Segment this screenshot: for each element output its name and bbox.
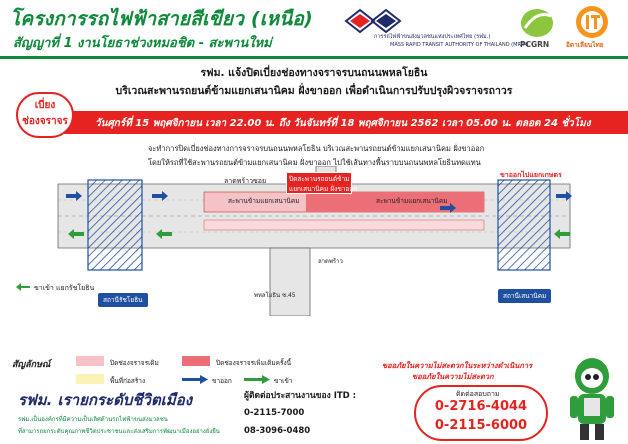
detour-note-1: จะทำการปิดเบี่ยงช่องทางการจราจรบนถนนพหลโ… — [148, 144, 485, 153]
direction-in-label: ขาเข้า แยกรัชโยธิน — [34, 284, 95, 292]
hotline-phone-1: 0-2716-4044 — [434, 399, 528, 414]
detour-badge-line-1: เบี่ยง — [34, 100, 56, 111]
soi-label: พหลโยธิน ซ.45 — [254, 292, 296, 299]
pcgrn-label: PCGRN — [520, 40, 550, 49]
hotline-box — [414, 385, 548, 441]
legend-swatch-construction — [76, 374, 104, 384]
footer-mission-2: ที่สามารถยกระดับคุณภาพชีวิตประชาชนและส่ง… — [18, 428, 220, 435]
closure-callout-line-1: ปิดสะพานรถยนต์ข้าม — [289, 175, 350, 183]
detour-badge — [16, 92, 74, 138]
additional-closure — [306, 192, 484, 212]
header-divider — [0, 56, 628, 59]
contact-phone-2: 08-3096-0480 — [244, 426, 311, 436]
page-subtitle: สัญญาที่ 1 งานโยธาช่วงหมอชิต - สะพานใหม่ — [13, 36, 272, 51]
inbound-legend-arrow-icon — [244, 375, 270, 384]
hotline-phone-2: 0-2115-6000 — [434, 418, 528, 433]
date-text: วันศุกร์ที่ 15 พฤศจิกายน เวลา 22.00 น. ถ… — [95, 118, 591, 129]
detour-note-2: โดยให้รถที่ใช้สะพานรถยนต์ข้ามแยกเสนานิคม… — [148, 158, 481, 167]
legend-swatch-additional — [182, 356, 210, 366]
italian-thai-logo-icon — [576, 6, 608, 38]
apology-line-2: ขออภัยในความไม่สะดวก — [412, 372, 494, 381]
station-right-area — [497, 179, 551, 271]
detour-badge-line-2: ช่องจราจร — [22, 116, 68, 127]
road-bottom-label: ลาดพร้าว — [318, 258, 343, 265]
inbound-arrow-icon — [16, 283, 30, 291]
mrta-name-th: การรถไฟฟ้าขนส่งมวลชนแห่งประเทศไทย (รฟม.) — [374, 34, 491, 40]
station-right-label: สถานีเสนานิคม — [498, 289, 552, 303]
legend-label-outbound: ขาออก — [212, 377, 232, 385]
station-left-area — [87, 179, 143, 271]
italian-thai-label: อิตาเลียนไทย — [566, 41, 604, 49]
legend-label-construction: พื้นที่ก่อสร้าง — [110, 377, 146, 385]
bridge-upper-label: สะพานข้ามแยกเสนานิคม — [228, 197, 300, 205]
contact-title: ผู้ติดต่อประสานงานของ ITD : — [244, 391, 357, 401]
mascot-icon — [570, 358, 614, 440]
announcement-line-2: บริเวณสะพานรถยนต์ข้ามแยกเสนานิคม ฝั่งขาอ… — [115, 85, 513, 97]
page-title: โครงการรถไฟฟ้าสายสีเขียว (เหนือ) — [10, 8, 313, 30]
footer-mission-1: รฟม.เป็นองค์กรที่มีความเป็นเลิศด้านรถไฟฟ… — [18, 416, 168, 423]
road-top-label: ลาดพร้าวซอย — [224, 177, 267, 185]
legend-label-additional: ปิดช่องจราจรเพิ่มเติมครั้งนี้ — [216, 359, 292, 367]
announcement-line-1: รฟม. แจ้งปิดเบี่ยงช่องทางจราจรบนถนนพหลโย… — [200, 67, 428, 79]
closure-callout — [286, 172, 352, 194]
hotline-title: ติดต่อสอบถาม — [456, 390, 500, 398]
date-banner — [38, 111, 628, 134]
apology-line-1: ขออภัยในความไม่สะดวกในระหว่างดำเนินการ — [382, 361, 533, 370]
mrta-name-en: MASS RAPID TRANSIT AUTHORITY OF THAILAND… — [390, 42, 529, 48]
mrta-logo-icon — [344, 8, 402, 34]
legend-swatch-existing — [76, 356, 104, 366]
traffic-map — [57, 166, 572, 316]
closure-callout-line-2: แยกเสนานิคม ฝั่งขาออก — [289, 185, 358, 193]
legend-title: สัญลักษณ์ — [12, 360, 51, 370]
pcgrn-logo-icon — [521, 9, 553, 37]
contact-phone-1: 0-2115-7000 — [244, 408, 305, 418]
direction-out-label: ขาออกไปแยกเกษตร — [500, 171, 562, 179]
legend-label-existing: ปิดช่องจราจรเดิม — [110, 359, 159, 367]
outbound-arrow-icon — [182, 375, 208, 384]
station-left-label: สถานีรัชโยธิน — [98, 293, 148, 307]
legend-label-inbound: ขาเข้า — [274, 377, 293, 385]
footer-slogan: รฟม. เรายกระดับชีวิตเมือง — [18, 391, 193, 409]
bridge-lower-label: สะพานข้ามแยกเสนานิคม — [376, 197, 448, 205]
